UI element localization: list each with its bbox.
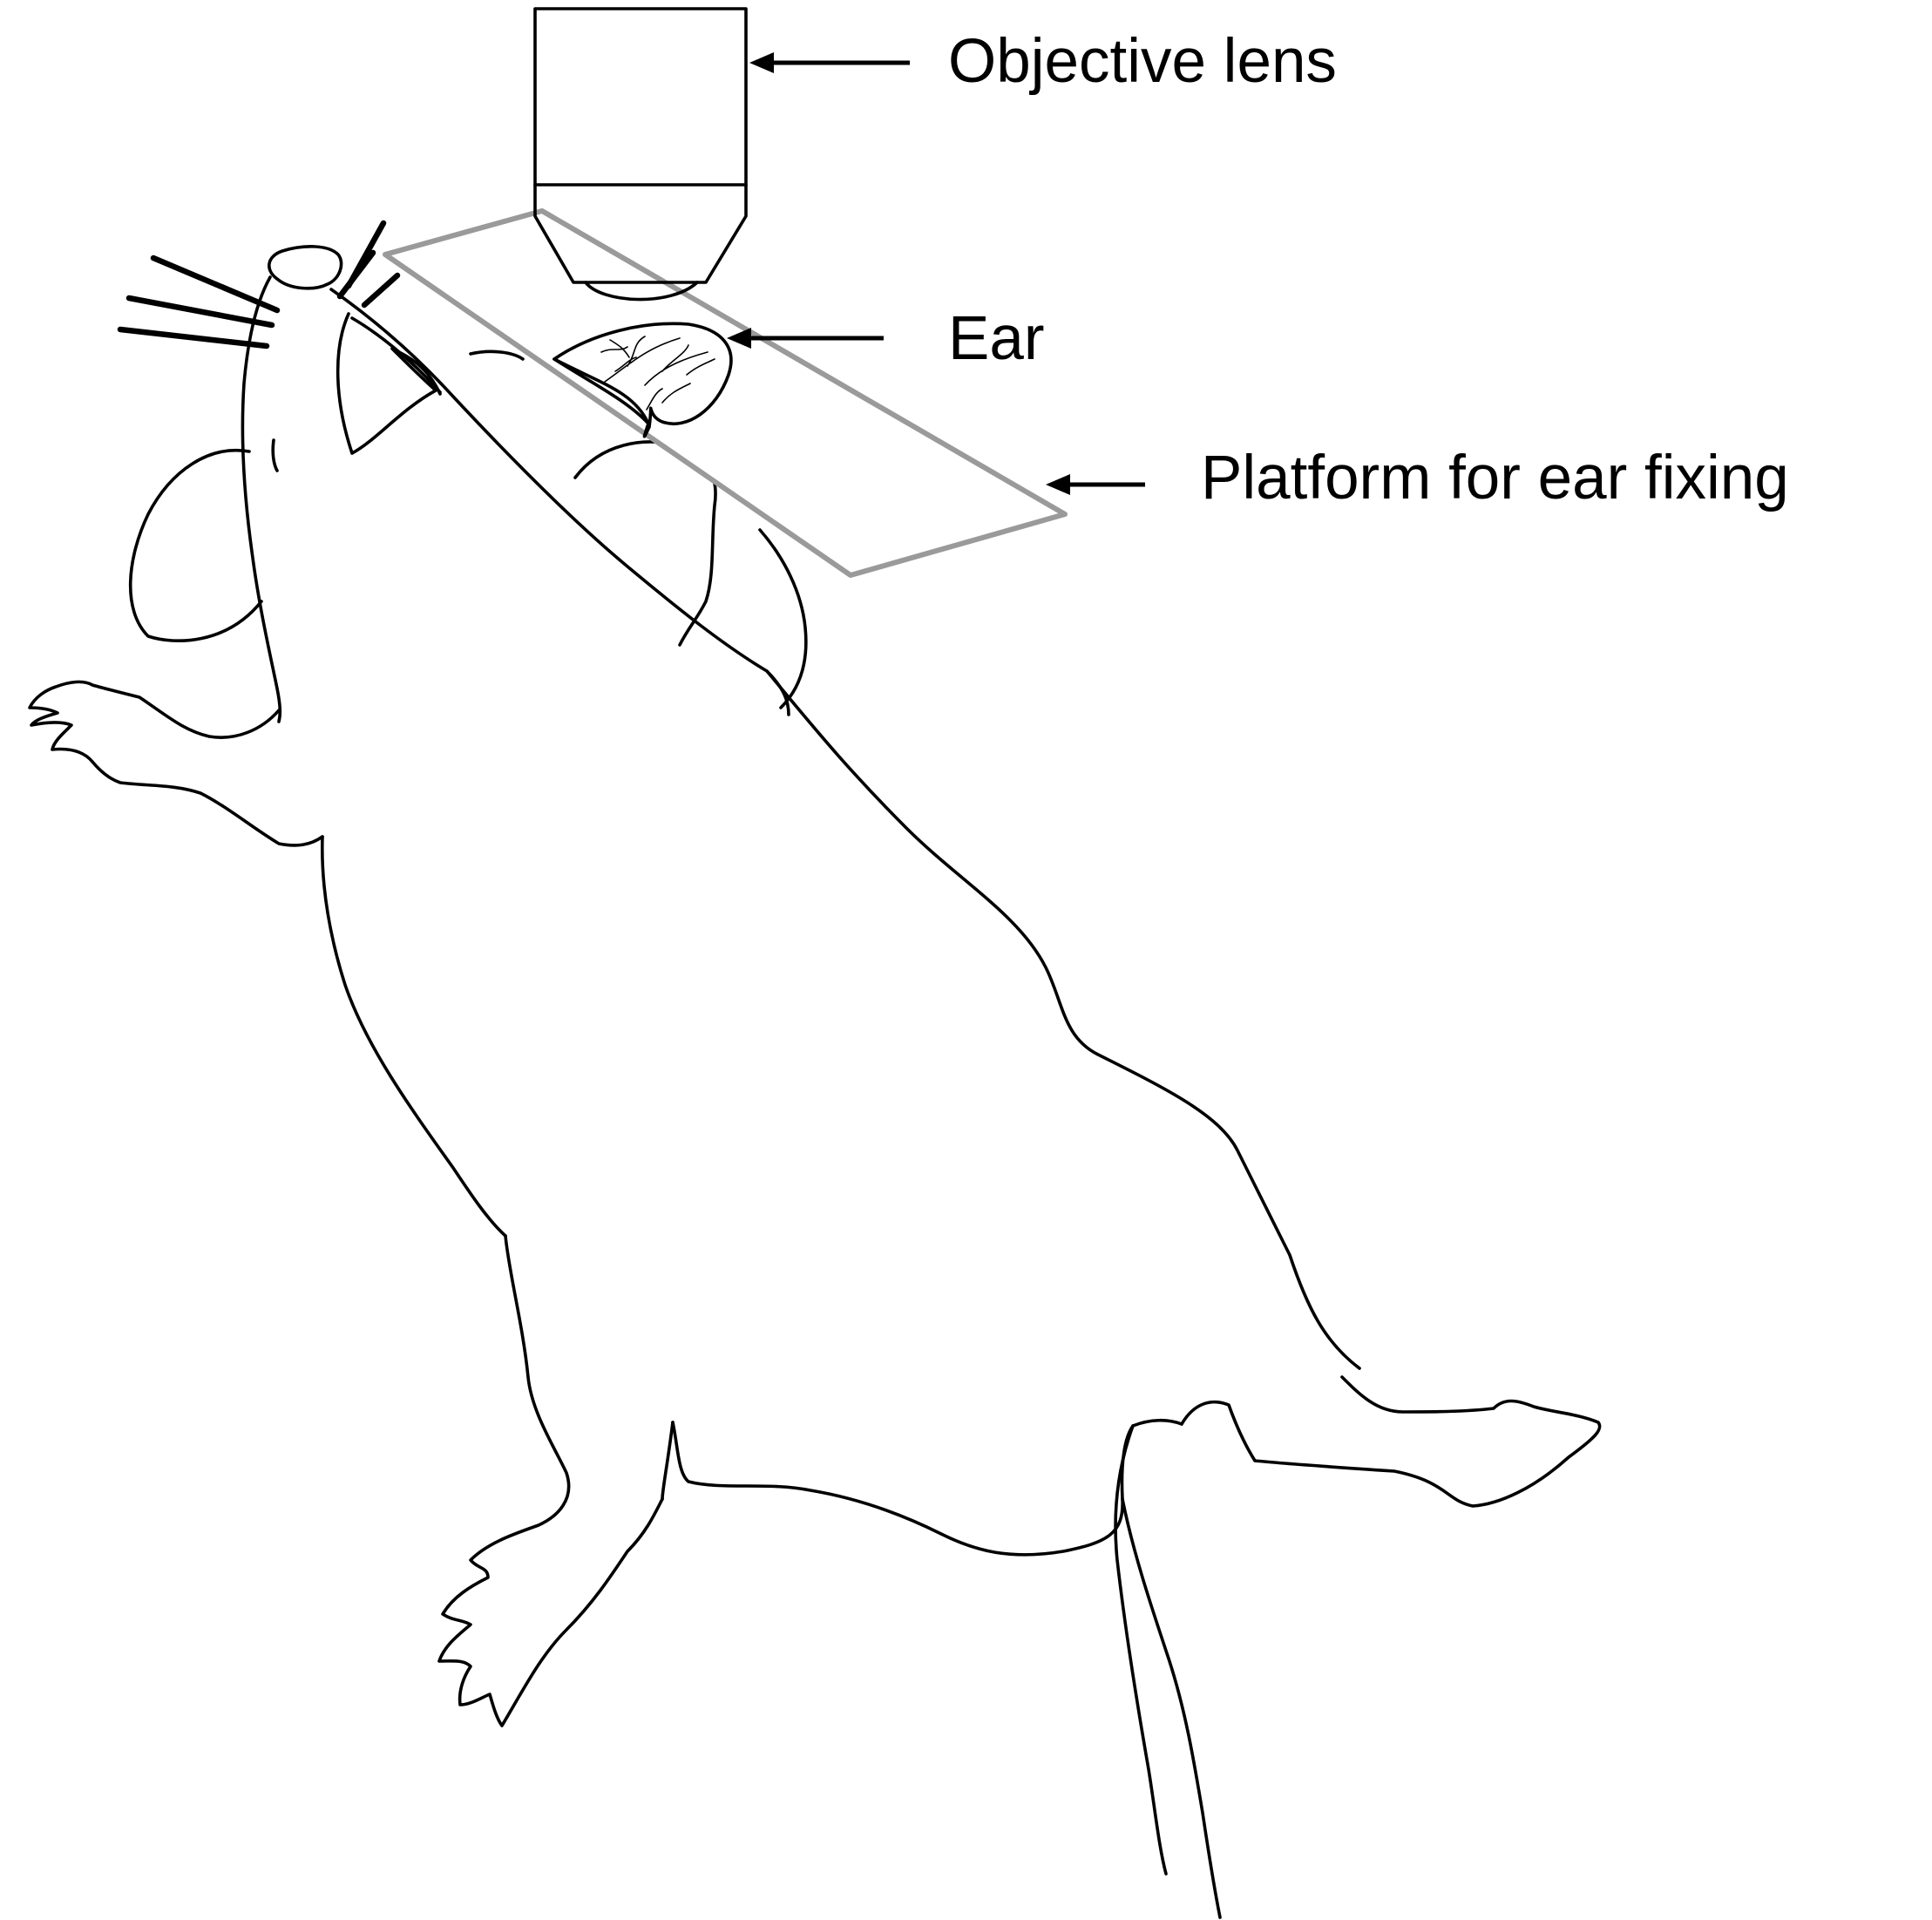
platform-arrow-head — [1046, 474, 1070, 495]
mouse-right-forepaw — [573, 440, 717, 647]
platform-slide — [383, 208, 1068, 578]
mouse-far-ear — [128, 449, 263, 643]
mouse-illustration — [28, 220, 1602, 1919]
whisker — [336, 249, 376, 300]
mouse-eye — [271, 438, 279, 472]
mouse-right-hindleg — [1180, 1375, 1602, 1508]
objective-lens — [533, 7, 748, 302]
mouse-left-hindleg — [437, 1234, 664, 1727]
ear-vessel — [600, 336, 715, 410]
platform-label: Platform for ear fixing — [1201, 444, 1789, 512]
mouse-left-thigh — [661, 1421, 675, 1501]
objective-lens-label: Objective lens — [948, 27, 1337, 96]
platform-slide-inner-edge — [394, 216, 1054, 570]
whisker — [150, 254, 281, 314]
objective-lens-nose — [533, 183, 748, 284]
whisker — [117, 326, 270, 349]
mouse-inner-leg — [671, 1418, 1183, 1557]
mouse-neck-line — [469, 349, 525, 361]
whisker — [125, 295, 275, 329]
mouse-head-left-outline — [241, 275, 282, 723]
whisker — [361, 272, 401, 309]
mouse-left-flank — [320, 835, 507, 1238]
ear-fixing-platform — [383, 208, 1068, 578]
objective-lens-tip — [584, 281, 699, 302]
ear-arrow-head — [727, 328, 751, 349]
mouse-tail — [1121, 1497, 1222, 1919]
mouse-left-forepaw — [28, 680, 324, 847]
objective-lens-body — [533, 7, 748, 187]
mouse-tail-left-edge — [1114, 1424, 1168, 1876]
callout-arrows — [727, 52, 1145, 495]
mouse-right-forepaw-lower — [758, 528, 808, 709]
mouse-nose — [268, 245, 343, 290]
ear-outline-lower — [552, 357, 650, 425]
ear-label: Ear — [948, 304, 1045, 373]
mouse-right-flank — [765, 669, 1361, 1370]
objective-lens-arrow-head — [749, 52, 774, 73]
mouse-near-ear-rim — [350, 316, 442, 394]
ear-specimen — [552, 322, 733, 438]
